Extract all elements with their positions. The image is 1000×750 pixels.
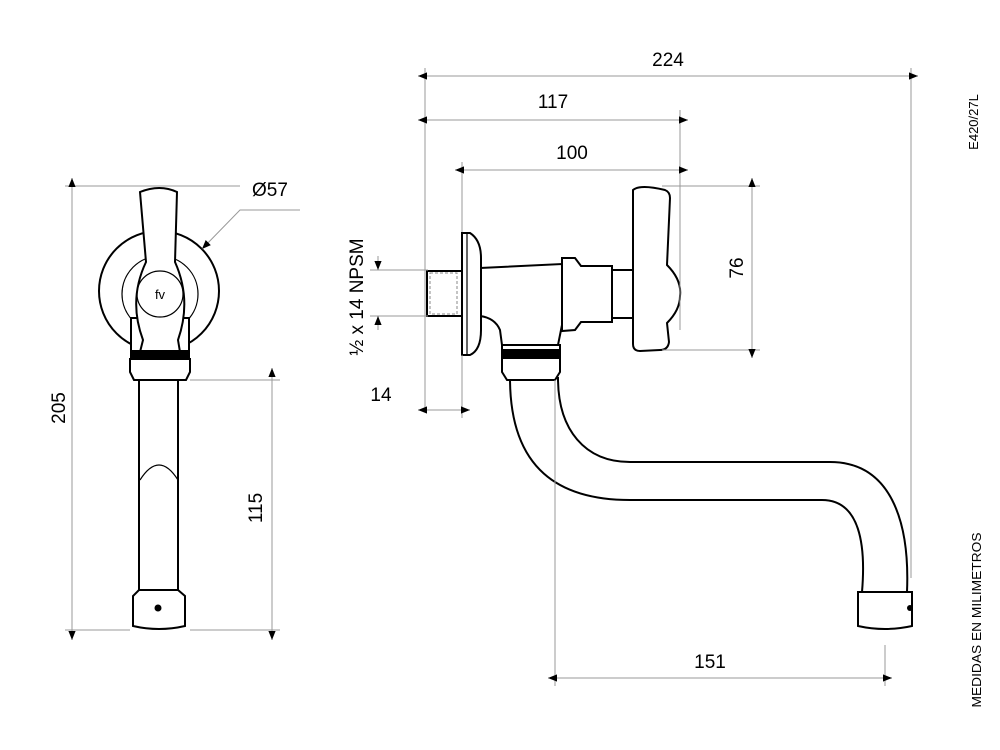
- lever-handle: [135, 187, 186, 353]
- spout-aerator: [857, 591, 913, 630]
- side-handle: [632, 186, 682, 353]
- dim-205: 205: [49, 392, 70, 424]
- side-view: [426, 186, 913, 630]
- model-code: E420/27L: [966, 94, 981, 150]
- spout: [508, 377, 909, 593]
- dim-115: 115: [246, 493, 267, 523]
- dim-14: 14: [370, 385, 392, 406]
- side-escutcheon: [461, 232, 482, 356]
- dim-100: 100: [556, 143, 588, 164]
- dim-thread-npsm: ½ x 14 NPSM: [347, 238, 368, 355]
- units-note: MEDIDAS EN MILIMETROS: [969, 532, 984, 707]
- dim-76: 76: [727, 257, 748, 278]
- inlet-thread: [426, 270, 464, 317]
- fv-logo: fv: [155, 287, 166, 302]
- collar-band: [130, 350, 190, 359]
- front-dimensions: 205 115 Ø57: [49, 178, 300, 640]
- dim-diameter-57: Ø57: [252, 180, 288, 201]
- side-dimensions: 224 117 100 76 ½ x 14 NPSM 14 151: [347, 50, 918, 686]
- valve-body: [479, 262, 563, 346]
- dim-224: 224: [652, 50, 684, 71]
- dim-151: 151: [694, 652, 726, 673]
- dim-117: 117: [538, 92, 568, 113]
- front-view: fv: [98, 187, 220, 630]
- bonnet: [561, 257, 613, 333]
